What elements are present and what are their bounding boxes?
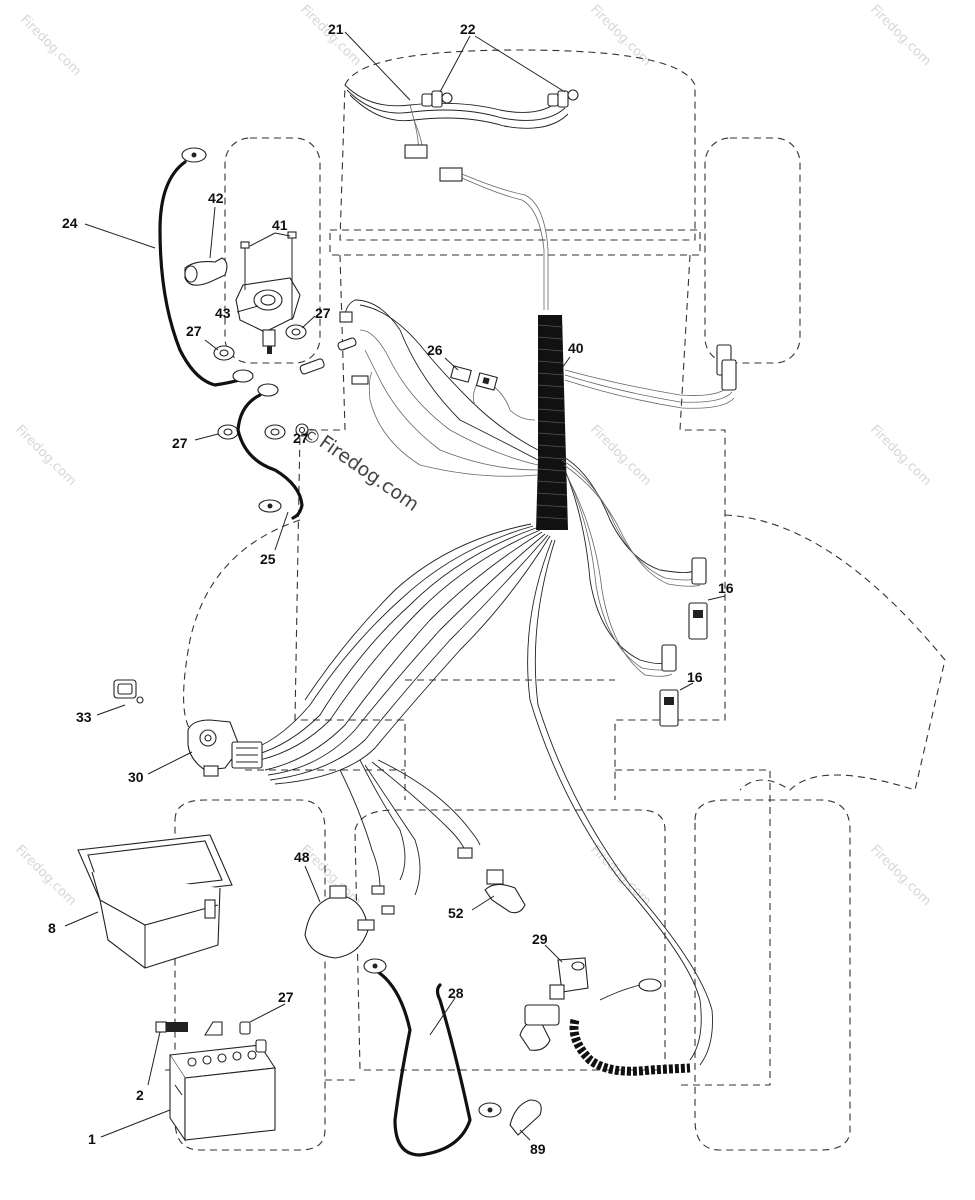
watermark: Firedog.com xyxy=(587,842,654,909)
battery-cable-24 xyxy=(158,147,254,387)
watermark: Firedog.com xyxy=(12,422,79,489)
callout-30: 30 xyxy=(128,769,144,785)
nut-27 xyxy=(264,424,286,440)
callout-40: 40 xyxy=(568,340,584,356)
callout-89: 89 xyxy=(530,1141,546,1157)
front-right-connector xyxy=(716,344,737,391)
wire-bundle xyxy=(249,299,735,1066)
callout-26: 26 xyxy=(427,342,443,358)
callout-52: 52 xyxy=(448,905,464,921)
headlight-connector xyxy=(404,144,428,159)
callout-25: 25 xyxy=(260,551,276,567)
terminal-boot-89 xyxy=(509,1099,542,1136)
watermark: Firedog.com xyxy=(867,2,934,69)
ignition-switch xyxy=(187,719,263,777)
seat-switch-48 xyxy=(304,885,395,959)
callout-8: 8 xyxy=(48,920,56,936)
callout-27: 27 xyxy=(172,435,188,451)
callout-21: 21 xyxy=(328,21,344,37)
callout-43: 43 xyxy=(215,305,231,321)
callout-2: 2 xyxy=(136,1087,144,1103)
connector-16 xyxy=(688,557,708,640)
connector-16 xyxy=(659,644,679,727)
callout-28: 28 xyxy=(448,985,464,1001)
leader-lines xyxy=(64,31,726,1141)
watermark: Firedog.com xyxy=(17,12,84,79)
boot-42 xyxy=(184,257,228,286)
watermark: Firedog.com xyxy=(587,422,654,489)
battery xyxy=(169,1039,276,1142)
callout-22: 22 xyxy=(460,21,476,37)
coiled-cable xyxy=(519,978,691,1076)
headlight-harness xyxy=(344,84,579,310)
callout-42: 42 xyxy=(208,190,224,206)
pto-switch-52 xyxy=(457,847,526,914)
callout-labels: 21 22 24 42 41 43 27 27 27 27 26 40 25 1… xyxy=(48,21,734,1157)
headlight-connector xyxy=(439,167,463,182)
connector-26 xyxy=(450,365,498,391)
nut-27 xyxy=(217,424,239,440)
callout-29: 29 xyxy=(532,931,548,947)
main-harness-conduit xyxy=(536,315,569,530)
callout-16: 16 xyxy=(687,669,703,685)
callout-27: 27 xyxy=(315,305,331,321)
fuse-holder xyxy=(299,311,369,385)
relay-29 xyxy=(549,957,589,1000)
watermark: Firedog.com xyxy=(315,431,423,516)
washer xyxy=(295,423,309,437)
callout-33: 33 xyxy=(76,709,92,725)
watermark: Firedog.com xyxy=(12,842,79,909)
center-watermark: © Firedog.com xyxy=(297,422,423,516)
headlight-bulb xyxy=(547,89,579,108)
starter-solenoid xyxy=(235,277,301,354)
watermark: Firedog.com xyxy=(587,2,654,69)
callout-1: 1 xyxy=(88,1131,96,1147)
switch-plug-33 xyxy=(113,679,144,704)
watermark: Firedog.com xyxy=(867,422,934,489)
solenoid-screw xyxy=(240,231,297,320)
watermark: Firedog.com xyxy=(867,842,934,909)
nut-27 xyxy=(285,324,307,340)
callout-16: 16 xyxy=(718,580,734,596)
battery-cable-28 xyxy=(363,958,502,1157)
terminal-bolt-2 xyxy=(155,1021,251,1036)
callout-27: 27 xyxy=(278,989,294,1005)
callout-48: 48 xyxy=(294,849,310,865)
callout-27: 27 xyxy=(293,430,309,446)
headlight-bulb xyxy=(421,90,453,108)
nut-27 xyxy=(213,345,235,361)
battery-tray xyxy=(77,834,233,969)
callout-24: 24 xyxy=(62,215,78,231)
callout-27: 27 xyxy=(186,323,202,339)
callout-41: 41 xyxy=(272,217,288,233)
tractor-outline xyxy=(165,49,946,1151)
ground-cable-25 xyxy=(236,383,304,520)
